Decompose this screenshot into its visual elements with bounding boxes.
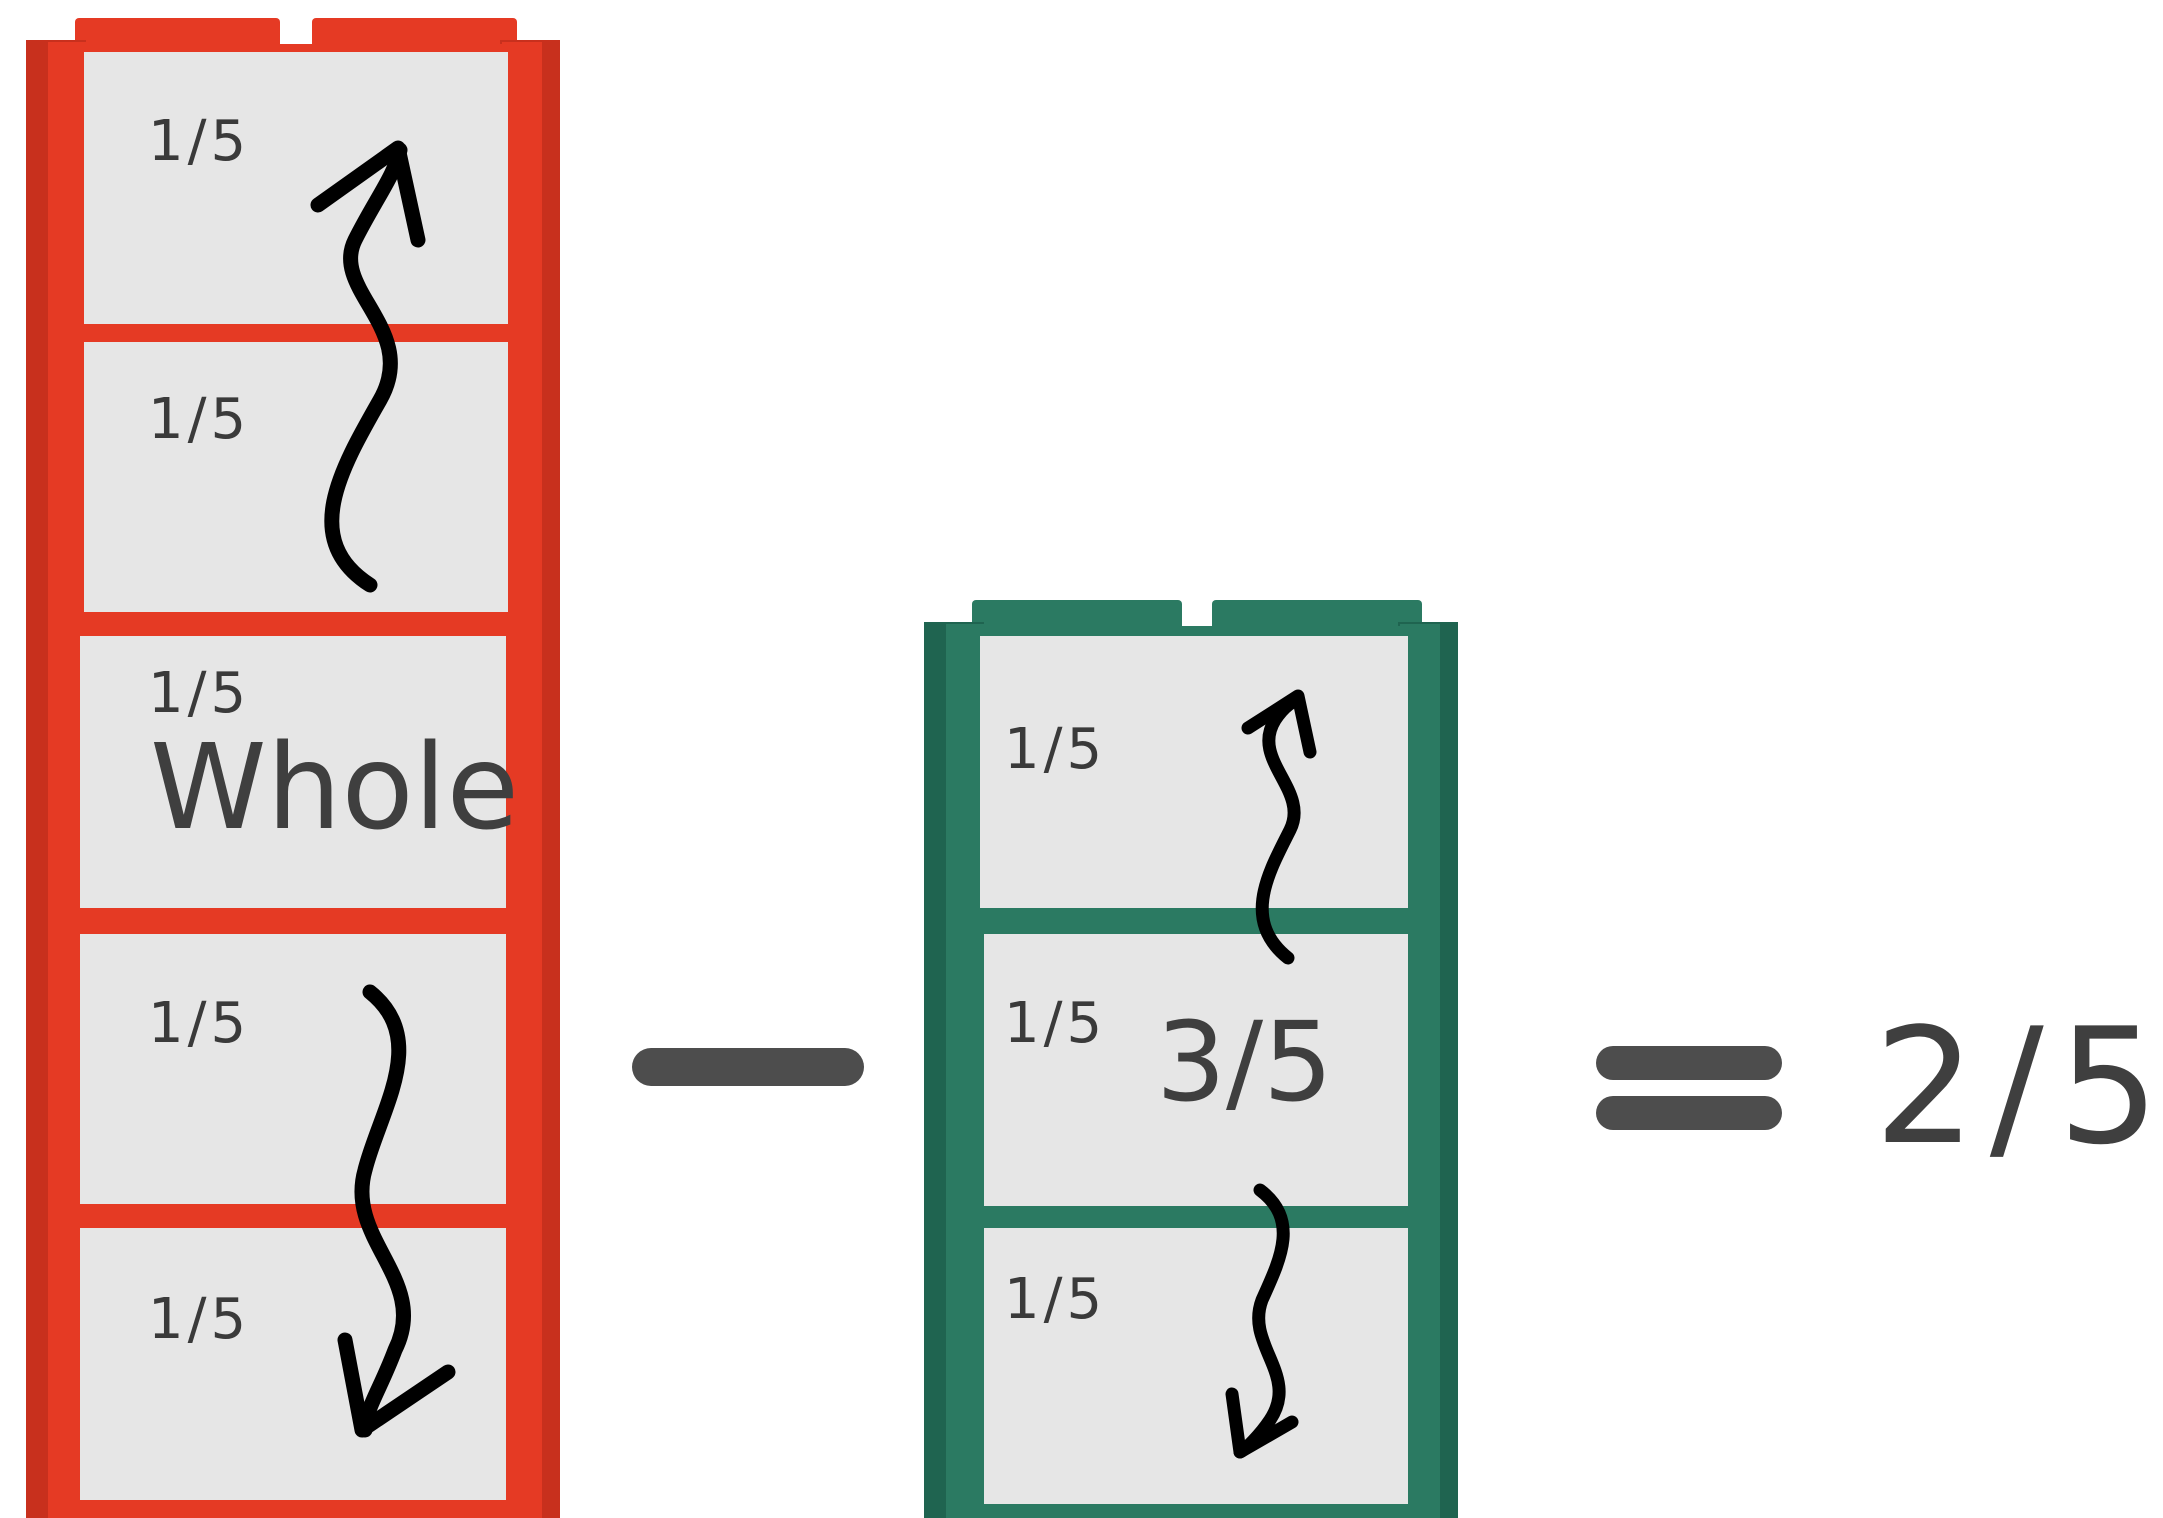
whole-cell-label: 1/5 [148, 661, 250, 726]
minus-sign-icon [632, 1048, 864, 1086]
equals-sign-icon [1596, 1046, 1782, 1130]
whole-top-tab-left [75, 18, 280, 48]
whole-cell: 1/5 [60, 330, 510, 624]
whole-cell-face [80, 934, 506, 1206]
whole-stack: 1/5 1/5 1/5 1/5 1/5 Whole [26, 18, 560, 1518]
whole-arrow-up-head-icon [310, 140, 426, 248]
whole-cell: 1/5 [60, 1204, 510, 1518]
part-stack: 1/5 1/5 1/5 3/5 [924, 600, 1458, 1518]
whole-cell-face [80, 636, 506, 908]
part-cell-label: 1/5 [1004, 991, 1106, 1056]
whole-cell: 1/5 [60, 616, 510, 920]
part-arrow-up-head-icon [1241, 689, 1317, 759]
part-cell-label: 1/5 [1004, 1267, 1106, 1332]
part-cell: 1/5 [958, 1212, 1412, 1518]
part-cell-label: 1/5 [1004, 717, 1106, 782]
whole-arrow-down-head-icon [337, 1332, 456, 1438]
whole-cell-face [84, 52, 508, 324]
part-cell-face [984, 934, 1408, 1206]
whole-arrow-down-icon [354, 984, 412, 1438]
part-arrow-down-head-icon [1225, 1387, 1299, 1459]
part-caption: 3/5 [1156, 998, 1333, 1126]
whole-cell-label: 1/5 [148, 1287, 250, 1352]
part-top-tab-left [972, 600, 1182, 630]
whole-arrow-up-icon [324, 142, 408, 593]
part-cell: 1/5 [958, 626, 1412, 930]
part-top-tab-right [1212, 600, 1422, 630]
whole-cell-label: 1/5 [148, 991, 250, 1056]
whole-cell-face [84, 342, 508, 612]
whole-top-tab-right [312, 18, 517, 48]
whole-cell: 1/5 [60, 910, 510, 1214]
whole-cell: 1/5 [60, 44, 510, 338]
whole-cell-label: 1/5 [148, 109, 250, 174]
whole-cell-label: 1/5 [148, 387, 250, 452]
part-cell: 1/5 [958, 922, 1412, 1226]
whole-caption: Whole [150, 718, 519, 856]
part-cell-face [984, 1228, 1408, 1504]
whole-cell-face [80, 1228, 506, 1500]
result-label: 2/5 [1874, 993, 2163, 1180]
part-cell-face [980, 636, 1408, 908]
